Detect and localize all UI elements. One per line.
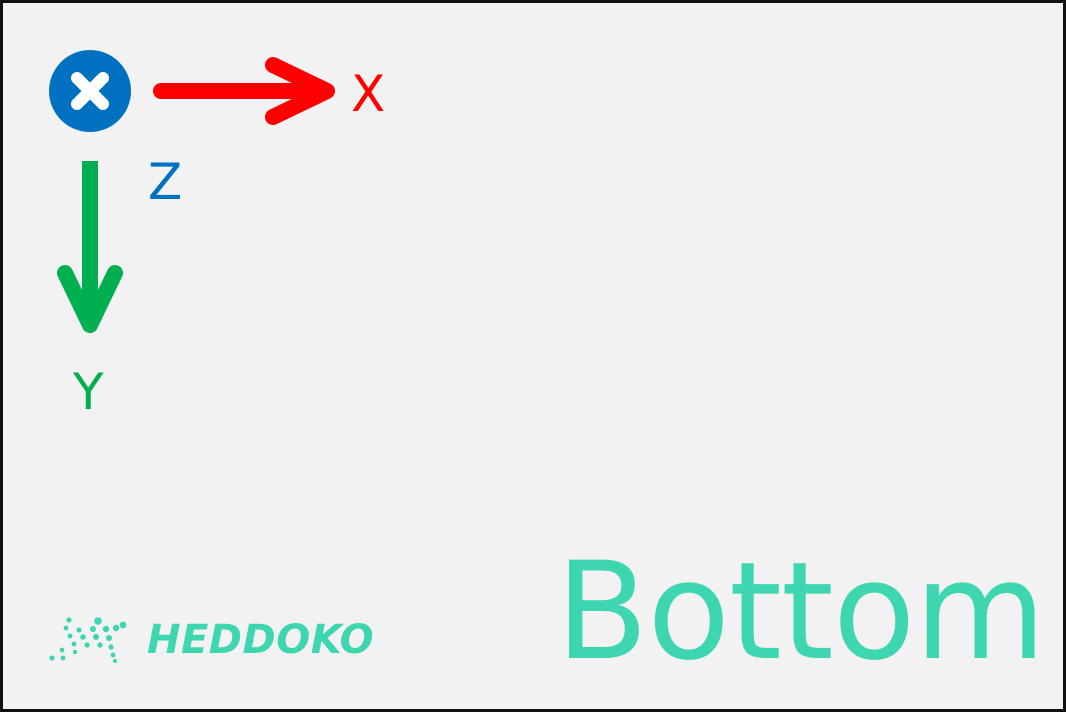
- z-axis-label: Z: [148, 153, 183, 211]
- view-label: Bottom: [555, 533, 1046, 690]
- y-axis-arrow: [57, 161, 123, 333]
- heddoko-logo: HEDDOKO: [49, 617, 374, 663]
- axes-diagram: [49, 50, 335, 333]
- y-axis-label: Y: [73, 363, 104, 421]
- x-axis-arrow: [153, 57, 335, 125]
- circled-x-icon: [71, 72, 109, 110]
- heddoko-runner-icon: [49, 617, 127, 663]
- z-axis-icon: [49, 50, 131, 132]
- logo-text: HEDDOKO: [147, 617, 375, 663]
- x-axis-label: X: [351, 65, 386, 123]
